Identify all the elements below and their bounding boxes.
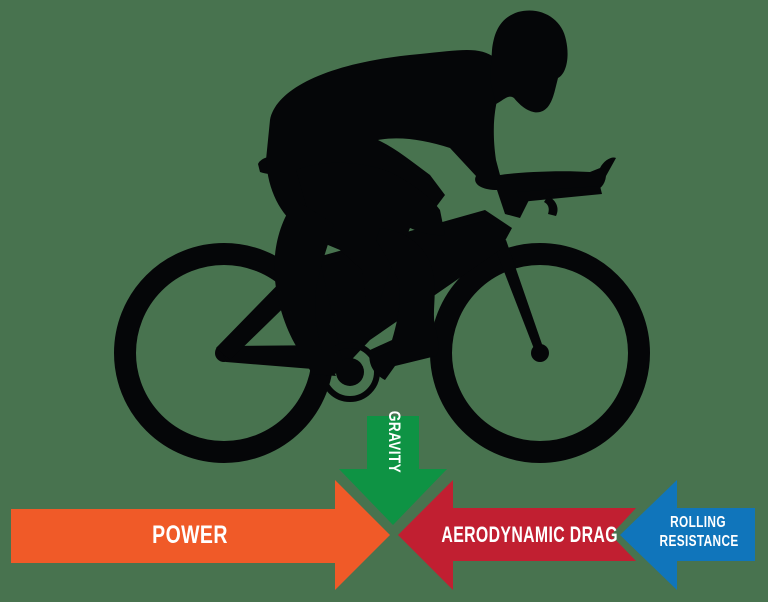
rider-rear-leg	[274, 200, 336, 376]
rider-lower-leg	[369, 228, 439, 380]
gravity-label: GRAVITY	[385, 410, 404, 474]
front-wheel-icon	[430, 240, 650, 463]
power-arrow	[11, 480, 390, 590]
cyclist-silhouette	[114, 10, 650, 463]
rider-head-helmet	[490, 10, 568, 113]
gravity-arrow	[339, 416, 447, 525]
aerodynamic-drag-label: AERODYNAMIC DRAG	[441, 522, 618, 547]
rider-thigh	[296, 162, 445, 300]
aero-bars	[516, 186, 602, 202]
rolling-resistance-label-line-2: RESISTANCE	[659, 533, 739, 550]
brake-lever	[544, 196, 558, 216]
aerodynamic-drag-arrow	[398, 480, 636, 590]
rolling-resistance-label: ROLLING RESISTANCE	[659, 513, 739, 551]
rolling-resistance-arrow	[620, 480, 755, 590]
power-label: POWER	[152, 521, 228, 549]
rolling-resistance-label-line-1: ROLLING	[670, 514, 726, 531]
